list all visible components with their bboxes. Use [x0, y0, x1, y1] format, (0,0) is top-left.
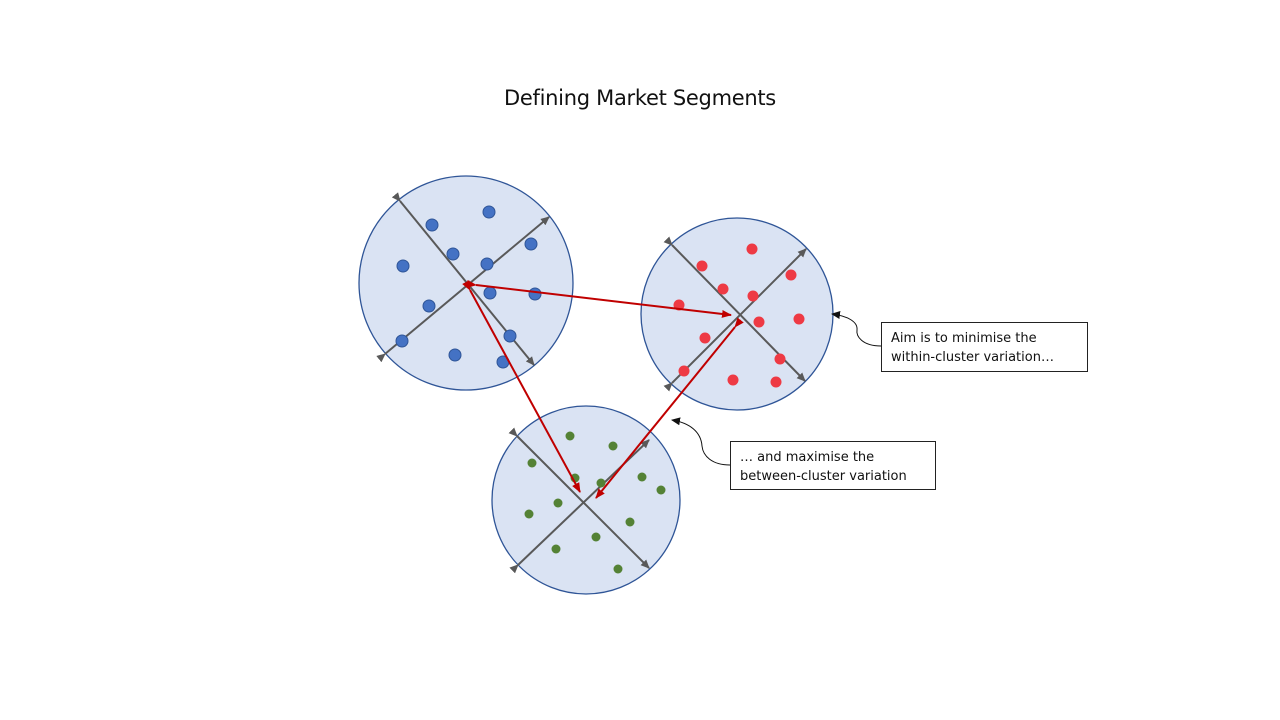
data-point-green	[591, 532, 601, 542]
callout-connector-between	[671, 417, 731, 466]
data-point-blue	[480, 257, 494, 271]
data-point-blue	[425, 218, 439, 232]
data-point-red	[746, 243, 758, 255]
data-point-blue	[503, 329, 517, 343]
between-arrow-red-green	[595, 317, 744, 499]
data-point-red	[753, 316, 765, 328]
cluster-blue	[358, 175, 574, 391]
data-point-blue	[422, 299, 436, 313]
callout-connector-within	[831, 311, 882, 347]
data-point-red	[699, 332, 711, 344]
data-point-green	[596, 478, 606, 488]
data-point-blue	[528, 287, 542, 301]
diagram-title: Defining Market Segments	[504, 86, 776, 110]
data-point-red	[774, 353, 786, 365]
callout-within-cluster: Aim is to minimise the within-cluster va…	[881, 322, 1088, 372]
cluster-red	[640, 217, 834, 411]
data-point-red	[785, 269, 797, 281]
between-cluster-arrows	[462, 279, 744, 499]
callout-text-line: Aim is to minimise the	[891, 331, 1037, 346]
callout-text-line: between-cluster variation	[740, 469, 907, 484]
data-point-green	[613, 564, 623, 574]
cluster-green	[491, 405, 681, 595]
callout-text-line: … and maximise the	[740, 450, 875, 465]
data-point-red	[696, 260, 708, 272]
data-point-green	[656, 485, 666, 495]
data-point-green	[608, 441, 618, 451]
data-point-green	[637, 472, 647, 482]
data-point-blue	[483, 286, 497, 300]
data-point-green	[551, 544, 561, 554]
callout-text-line: within-cluster variation…	[891, 350, 1054, 365]
data-point-red	[770, 376, 782, 388]
data-point-red	[793, 313, 805, 325]
data-point-red	[747, 290, 759, 302]
data-point-green	[524, 509, 534, 519]
data-point-red	[727, 374, 739, 386]
data-point-green	[527, 458, 537, 468]
callout-between-cluster: … and maximise the between-cluster varia…	[730, 441, 936, 490]
data-point-green	[625, 517, 635, 527]
data-point-blue	[446, 247, 460, 261]
data-point-red	[717, 283, 729, 295]
data-point-blue	[396, 259, 410, 273]
data-point-blue	[448, 348, 462, 362]
data-point-red	[678, 365, 690, 377]
data-point-blue	[395, 334, 409, 348]
between-arrow-blue-green	[462, 280, 581, 493]
data-point-green	[553, 498, 563, 508]
data-point-blue	[482, 205, 496, 219]
data-point-blue	[524, 237, 538, 251]
data-point-green	[565, 431, 575, 441]
